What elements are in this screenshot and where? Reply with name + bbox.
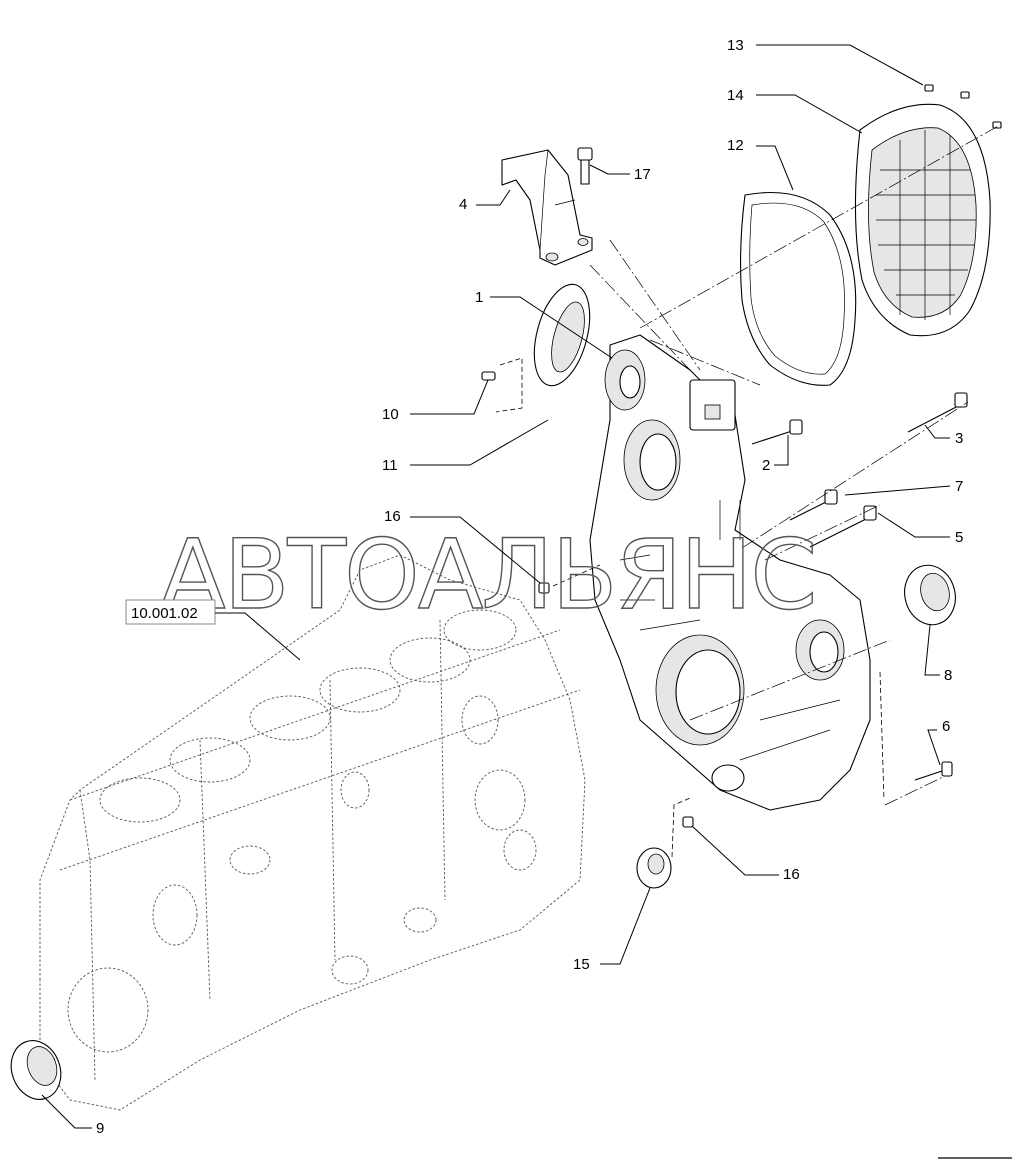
assembly-guides [495, 124, 1001, 858]
cover-screws [924, 84, 1002, 129]
front-oil-seal [533, 283, 591, 387]
long-bolts [751, 392, 968, 548]
reference-label-box: 10.001.02 [125, 599, 301, 661]
watermark-text: АВТОАЛЬЯНС [160, 519, 815, 631]
timing-gear-housing [589, 334, 871, 811]
drain-plug [636, 847, 672, 889]
callout-12: 12 [727, 137, 744, 154]
callout-4: 4 [459, 196, 467, 213]
callout-13: 13 [727, 37, 744, 54]
cover-gasket [739, 192, 857, 386]
reference-label: 10.001.02 [131, 605, 198, 622]
ribbed-cover [854, 103, 991, 337]
callout-16-upper: 16 [384, 508, 401, 525]
bolt-3 [907, 392, 968, 433]
callouts: 13 14 12 17 4 1 10 11 2 3 7 5 16 [41, 37, 963, 1137]
bolt-2 [751, 419, 803, 445]
lifting-bracket [501, 149, 593, 266]
rear-seal-ring [10, 1040, 62, 1100]
callout-15: 15 [573, 956, 590, 973]
bracket-bolt [577, 147, 593, 185]
callout-14: 14 [727, 87, 744, 104]
bolt-5 [809, 505, 877, 548]
callout-8: 8 [944, 667, 952, 684]
callout-9: 9 [96, 1120, 104, 1137]
side-seal-ring [904, 564, 956, 626]
callout-17: 17 [634, 166, 651, 183]
callout-6: 6 [942, 718, 950, 735]
callout-5: 5 [955, 529, 963, 546]
bolt-7 [789, 489, 838, 521]
dowel-pin-lower [682, 816, 694, 828]
dowel-pin-upper [538, 582, 550, 594]
callout-1: 1 [475, 289, 483, 306]
callout-7: 7 [955, 478, 963, 495]
callout-3: 3 [955, 430, 963, 447]
short-bolt [914, 761, 953, 781]
seal-screw [481, 371, 496, 381]
callout-2: 2 [762, 457, 770, 474]
callout-11: 11 [382, 457, 398, 474]
callout-10: 10 [382, 406, 399, 423]
callout-16-lower: 16 [783, 866, 800, 883]
engine-block-ghost [39, 554, 586, 1111]
